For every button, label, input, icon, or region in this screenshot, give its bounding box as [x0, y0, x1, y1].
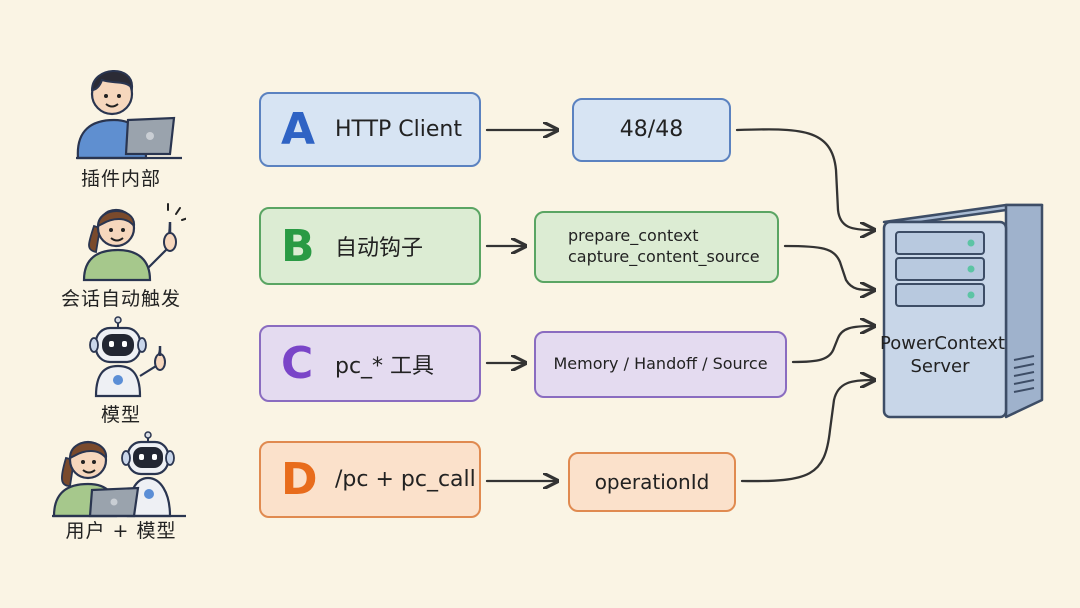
arrow-a-to-server: [735, 128, 873, 230]
value-text: capture_content_source: [568, 247, 760, 266]
path-label-d: /pc + pc_call: [335, 467, 476, 492]
server-name-line2: Server: [910, 356, 970, 378]
path-label-c: pc_* 工具: [335, 353, 435, 379]
actor-label: 用户 + 模型: [65, 520, 177, 542]
actor-user-and-model: 用户 + 模型: [46, 430, 196, 543]
server-name-line1: PowerContext: [880, 333, 1005, 354]
arrow-d-to-server: [740, 380, 873, 483]
person-pointing-icon: [82, 203, 186, 282]
actor-label: 插件内部: [80, 168, 161, 190]
robot-icon: [89, 316, 166, 398]
path-letter-d: D: [281, 454, 318, 505]
value-box-b: prepare_context capture_content_source: [534, 211, 779, 283]
server-label: PowerContext Server: [880, 332, 1005, 379]
actor-label: 模型: [100, 404, 141, 426]
server-tower-icon: [882, 203, 1044, 419]
value-text: Memory / Handoff / Source: [553, 354, 768, 374]
path-letter-c: C: [281, 338, 314, 389]
actor-session-trigger: 会话自动触发: [46, 198, 196, 311]
arrow-c-to-server: [791, 326, 873, 364]
path-box-c: C pc_* 工具: [259, 325, 481, 402]
value-box-a: 48/48: [572, 98, 731, 162]
path-box-b: B 自动钩子: [259, 207, 481, 285]
actor-model: 模型: [46, 316, 196, 427]
value-box-c: Memory / Handoff / Source: [534, 331, 787, 398]
path-box-d: D /pc + pc_call: [259, 441, 481, 518]
path-letter-b: B: [281, 220, 315, 272]
path-label-b: 自动钩子: [335, 236, 424, 261]
person-laptop-icon: [76, 70, 182, 160]
value-text: 48/48: [619, 116, 684, 142]
value-text: operationId: [594, 470, 710, 494]
path-box-a: A HTTP Client: [259, 92, 481, 167]
value-box-d: operationId: [568, 452, 736, 512]
actor-plugin-internal: 插件内部: [46, 58, 196, 191]
path-letter-a: A: [281, 104, 316, 155]
value-text: prepare_context: [568, 226, 699, 246]
actor-label: 会话自动触发: [60, 288, 181, 310]
arrow-b-to-server: [783, 244, 873, 290]
path-label-a: HTTP Client: [335, 117, 462, 142]
person-robot-icon: [52, 431, 186, 518]
